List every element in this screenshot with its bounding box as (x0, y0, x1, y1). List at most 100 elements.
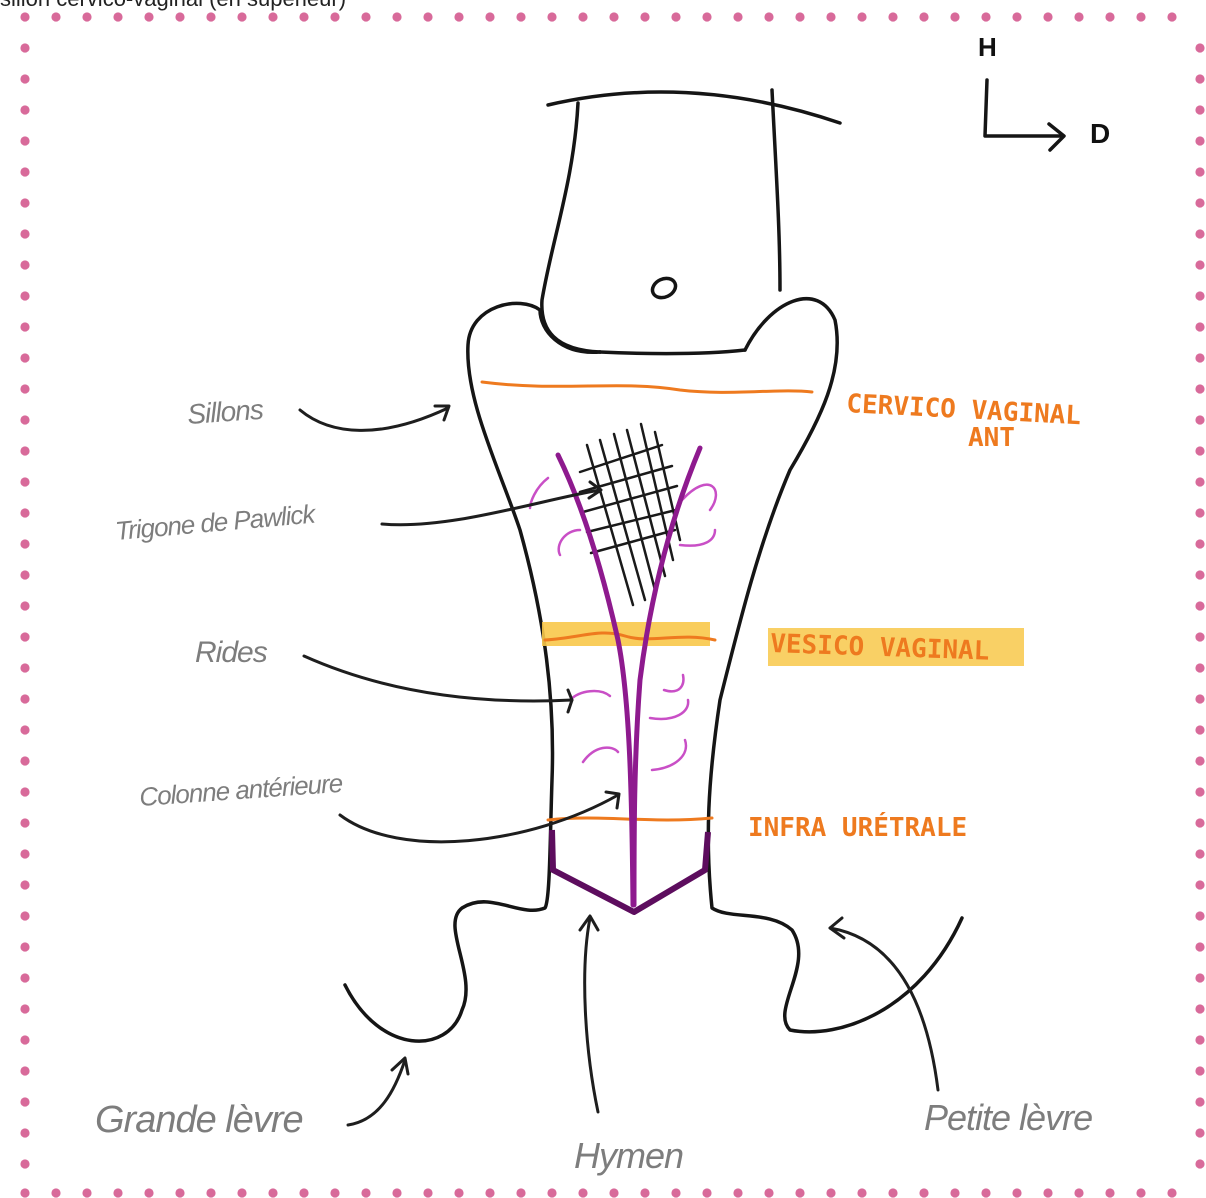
border-dot (392, 12, 401, 21)
level-cervico-vaginal: CERVICO VAGINAL (846, 389, 1082, 431)
cervico-vaginal-line (482, 382, 812, 392)
border-dot (857, 12, 866, 21)
border-dot (919, 1188, 928, 1197)
level-infra-uretrale: INFRA URÉTRALE (748, 811, 967, 843)
border-dot (299, 1188, 308, 1197)
border-dot (1195, 322, 1204, 331)
border-dot (51, 12, 60, 21)
border-dot (20, 415, 29, 424)
border-dot (1195, 725, 1204, 734)
label-grande-levre: Grande lèvre (95, 1099, 303, 1141)
border-dot (82, 12, 91, 21)
border-dot (1195, 260, 1204, 269)
border-dot (1195, 74, 1204, 83)
border-dot (20, 12, 29, 21)
border-dot (1105, 12, 1114, 21)
border-dot (1074, 1188, 1083, 1197)
border-dot (20, 43, 29, 52)
border-dot (1195, 632, 1204, 641)
border-dot (20, 384, 29, 393)
border-dot (950, 12, 959, 21)
border-dot (330, 1188, 339, 1197)
border-dot (20, 446, 29, 455)
border-dot (20, 725, 29, 734)
border-dot (20, 1188, 29, 1197)
border-dot (454, 12, 463, 21)
label-sillons: Sillons (186, 394, 264, 430)
border-dot (82, 1188, 91, 1197)
border-dot (1195, 446, 1204, 455)
border-dot (268, 12, 277, 21)
border-dot (1167, 12, 1176, 21)
border-dot (1195, 663, 1204, 672)
border-dot (1043, 1188, 1052, 1197)
border-dot (1136, 12, 1145, 21)
border-dot (299, 12, 308, 21)
border-dot (20, 1097, 29, 1106)
border-dot (764, 1188, 773, 1197)
label-hymen: Hymen (574, 1135, 683, 1176)
border-dot (1105, 1188, 1114, 1197)
border-dot (392, 1188, 401, 1197)
border-dot (20, 167, 29, 176)
border-dot (1195, 136, 1204, 145)
border-dot (113, 12, 122, 21)
border-dot (640, 1188, 649, 1197)
border-dot (950, 1188, 959, 1197)
border-dot (1195, 942, 1204, 951)
border-dot (268, 1188, 277, 1197)
border-dot (1136, 1188, 1145, 1197)
border-dot (20, 570, 29, 579)
border-dot (547, 12, 556, 21)
border-dot (1195, 787, 1204, 796)
border-dot (20, 973, 29, 982)
border-dot (20, 787, 29, 796)
border-dot (20, 1128, 29, 1137)
border-dot (1012, 12, 1021, 21)
border-dot (51, 1188, 60, 1197)
border-dot (609, 1188, 618, 1197)
border-dot (113, 1188, 122, 1197)
border-dot (1195, 1066, 1204, 1075)
border-dot (640, 12, 649, 21)
border-dot (1195, 694, 1204, 703)
border-dot (1195, 105, 1204, 114)
border-dot (764, 12, 773, 21)
label-colonne: Colonne antérieure (138, 768, 343, 812)
border-dot (888, 1188, 897, 1197)
label-rides: Rides (195, 636, 268, 669)
border-dot (1195, 291, 1204, 300)
border-dot (423, 1188, 432, 1197)
border-dot (671, 1188, 680, 1197)
border-dot (1195, 973, 1204, 982)
border-dot (1074, 12, 1083, 21)
anterior-column (558, 448, 700, 905)
border-dot (981, 1188, 990, 1197)
border-dot (20, 1004, 29, 1013)
border-dot (423, 12, 432, 21)
border-dot (1195, 353, 1204, 362)
border-dot (733, 12, 742, 21)
border-dot (702, 12, 711, 21)
border-dot (20, 756, 29, 765)
border-dot (20, 694, 29, 703)
border-dot (795, 12, 804, 21)
border-dot (20, 322, 29, 331)
vesico-highlight-bar (542, 622, 710, 646)
border-dot (20, 1159, 29, 1168)
border-dot (20, 818, 29, 827)
border-dot (20, 74, 29, 83)
border-dot (1195, 601, 1204, 610)
border-dot (20, 1066, 29, 1075)
border-dot (1195, 167, 1204, 176)
border-dot (20, 353, 29, 362)
border-dot (20, 477, 29, 486)
border-dot (609, 12, 618, 21)
border-dot (1195, 756, 1204, 765)
border-dot (175, 1188, 184, 1197)
border-dot (485, 12, 494, 21)
border-dot (237, 12, 246, 21)
border-dot (1195, 1004, 1204, 1013)
orientation-right-letter: D (1090, 118, 1110, 149)
